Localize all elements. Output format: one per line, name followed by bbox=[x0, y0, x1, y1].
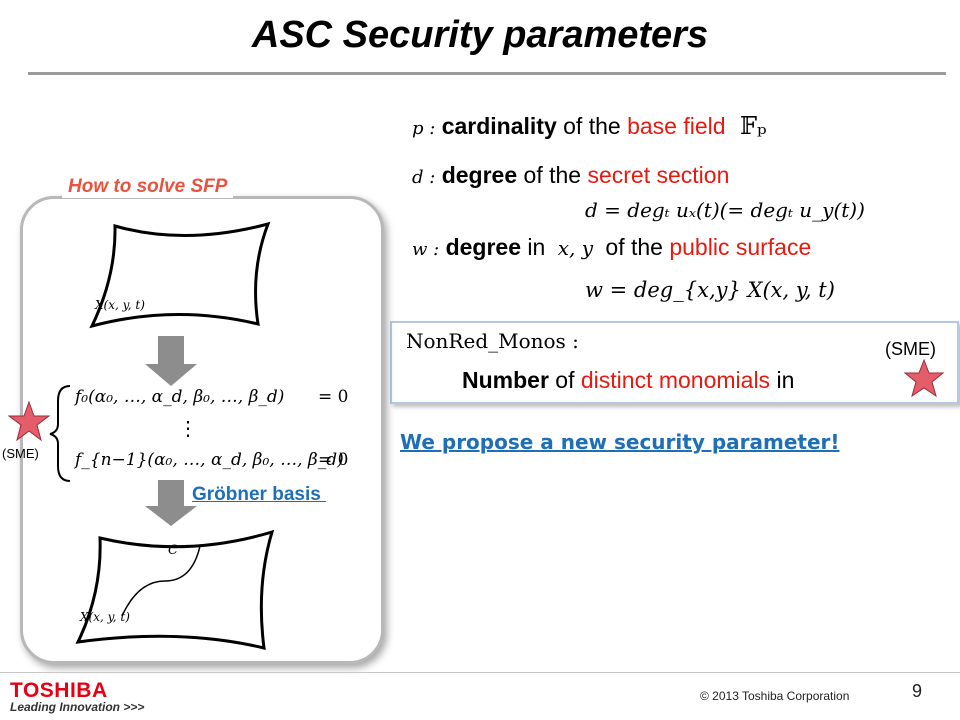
param-w-vars: x, y bbox=[557, 236, 594, 260]
panel-heading: How to solve SFP bbox=[62, 176, 234, 198]
nonred-sme-label: (SME) bbox=[885, 339, 936, 359]
param-p-symbol: p : bbox=[412, 118, 436, 139]
footer-divider bbox=[0, 672, 960, 673]
param-p-line: p : cardinality of the base field 𝔽ₚ bbox=[412, 112, 767, 140]
param-w-symbol: w : bbox=[412, 239, 440, 260]
sfp-diagram bbox=[49, 221, 275, 650]
surface-bottom-label: X(x, y, t) bbox=[80, 610, 130, 624]
param-d-symbol: d : bbox=[412, 167, 436, 188]
equation-brace bbox=[49, 385, 71, 482]
param-d-red: secret section bbox=[587, 162, 730, 188]
surface-top-label: X(x, y, t) bbox=[95, 298, 145, 312]
nonred-tail: in bbox=[770, 367, 795, 393]
equation-fn1: f_{n−1}(α₀, …, α_d, β₀, …, β_d) bbox=[75, 450, 344, 470]
curve-c-label: C bbox=[168, 543, 178, 558]
tagline: Leading Innovation >>> bbox=[10, 700, 145, 714]
equation-f0: f₀(α₀, …, α_d, β₀, …, β_d) bbox=[75, 387, 285, 407]
param-w-pre: in bbox=[521, 234, 552, 260]
param-d-line: d : degree of the secret section bbox=[412, 162, 729, 189]
toshiba-logo: TOSHIBA bbox=[10, 679, 108, 702]
slide-title: ASC Security parameters bbox=[251, 14, 709, 56]
nonred-mid: of bbox=[548, 367, 581, 393]
panel-sme-label: (SME) bbox=[2, 446, 39, 461]
param-d-bold: degree bbox=[441, 162, 518, 188]
param-d-mid: of the bbox=[517, 162, 588, 188]
groebner-label: Gröbner basis bbox=[192, 484, 327, 505]
arrow-down-icon bbox=[145, 480, 197, 526]
equation-f0-rhs: = 0 bbox=[318, 387, 349, 407]
nonred-label: NonRed_Monos : bbox=[406, 329, 579, 353]
sme-star-icon bbox=[904, 359, 944, 397]
title-divider bbox=[28, 72, 946, 75]
propose-text: We propose a new security parameter! bbox=[400, 430, 840, 454]
param-w-red: public surface bbox=[669, 234, 812, 260]
param-w-line: w : degree in x, y of the public surface bbox=[412, 234, 811, 261]
copyright: © 2013 Toshiba Corporation bbox=[700, 689, 850, 703]
page-number: 9 bbox=[912, 681, 923, 701]
equation-vdots: ⋮ bbox=[178, 416, 198, 440]
nonred-red: distinct monomials bbox=[580, 367, 771, 393]
param-w-formula: w = deg_{x,y} X(x, y, t) bbox=[585, 278, 835, 302]
nonred-text: Number of distinct monomials in bbox=[462, 367, 794, 394]
param-p-mid: of the bbox=[556, 113, 628, 139]
param-w-mid: of the bbox=[599, 234, 670, 260]
nonred-box: NonRed_Monos : Number of distinct monomi… bbox=[390, 321, 959, 404]
param-w-bold: degree bbox=[445, 234, 522, 260]
param-p-bold: cardinality bbox=[441, 113, 557, 139]
equation-fn1-rhs: = 0 bbox=[318, 450, 349, 470]
field-symbol: 𝔽ₚ bbox=[739, 112, 767, 140]
sme-star-icon bbox=[8, 401, 50, 441]
surface-top-shape bbox=[89, 221, 271, 329]
param-d-formula: d = degₜ uₓ(t)(= degₜ u_y(t)) bbox=[585, 198, 865, 222]
surface-bottom-shape bbox=[75, 529, 275, 650]
arrow-down-icon bbox=[145, 336, 197, 386]
nonred-bold: Number bbox=[462, 367, 549, 393]
curve-c bbox=[121, 545, 201, 617]
param-p-red: base field bbox=[627, 113, 726, 139]
